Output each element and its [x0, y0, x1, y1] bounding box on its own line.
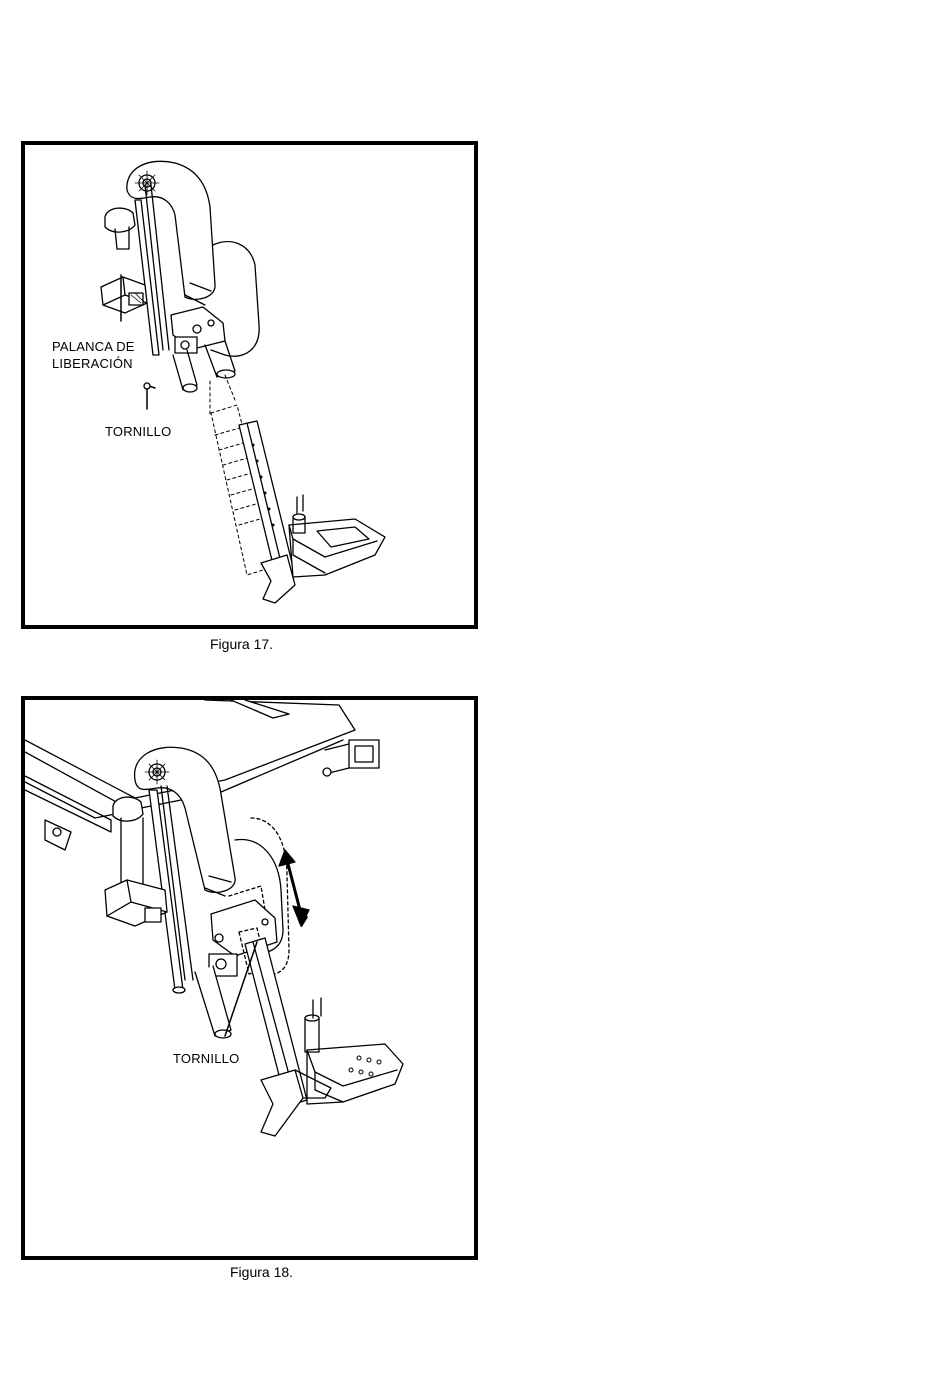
release-lever-label-line2: LIBERACIÓN [52, 355, 135, 372]
release-lever-label-line1: PALANCA DE [52, 338, 135, 355]
figure-17-illustration [25, 145, 474, 625]
figure-17-frame: PALANCA DE LIBERACIÓN TORNILLO [21, 141, 478, 629]
screw-callout: TORNILLO [173, 1050, 239, 1067]
release-lever-callout: PALANCA DE LIBERACIÓN [52, 338, 135, 372]
figure-18-caption: Figura 18. [230, 1264, 293, 1280]
figure-18-frame: TORNILLO [21, 696, 478, 1260]
figure-18-illustration [25, 700, 474, 1256]
figure-17-caption: Figura 17. [210, 636, 273, 652]
screw-callout: TORNILLO [105, 423, 171, 440]
